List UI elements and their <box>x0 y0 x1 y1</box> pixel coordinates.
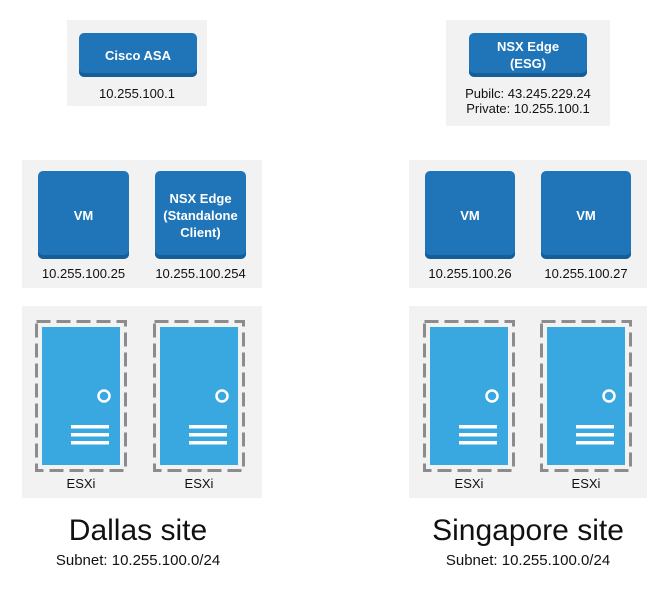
nsx-edge-esg-ips: Pubilc: 43.245.229.24 Private: 10.255.10… <box>465 86 591 116</box>
cisco-asa-ip: 10.255.100.1 <box>99 86 175 101</box>
server-icon <box>540 320 632 472</box>
singapore-esxi-1-label: ESXi <box>454 476 484 491</box>
dallas-vm-node[interactable]: VM <box>38 171 129 259</box>
singapore-subnet: Subnet: 10.255.100.0/24 <box>445 552 611 569</box>
nsx-edge-client-node[interactable]: NSX Edge (Standalone Client) <box>155 171 246 259</box>
dallas-esxi-1-label: ESXi <box>66 476 96 491</box>
server-icon <box>35 320 127 472</box>
server-icon <box>153 320 245 472</box>
server-icon <box>423 320 515 472</box>
nsx-edge-esg-node[interactable]: NSX Edge (ESG) <box>469 33 587 77</box>
singapore-site-title: Singapore site <box>432 514 624 547</box>
singapore-vm-1-node[interactable]: VM <box>425 171 515 259</box>
cisco-asa-node[interactable]: Cisco ASA <box>79 33 197 77</box>
singapore-esxi-2-label: ESXi <box>571 476 601 491</box>
dallas-subnet: Subnet: 10.255.100.0/24 <box>55 552 221 569</box>
dallas-vm-ip: 10.255.100.25 <box>41 266 126 281</box>
nsx-edge-client-ip: 10.255.100.254 <box>155 266 246 281</box>
singapore-vm-2-node[interactable]: VM <box>541 171 631 259</box>
singapore-vm-2-ip: 10.255.100.27 <box>544 266 628 281</box>
singapore-vm-1-ip: 10.255.100.26 <box>428 266 512 281</box>
dallas-site-title: Dallas site <box>68 514 208 547</box>
dallas-esxi-2-label: ESXi <box>184 476 214 491</box>
